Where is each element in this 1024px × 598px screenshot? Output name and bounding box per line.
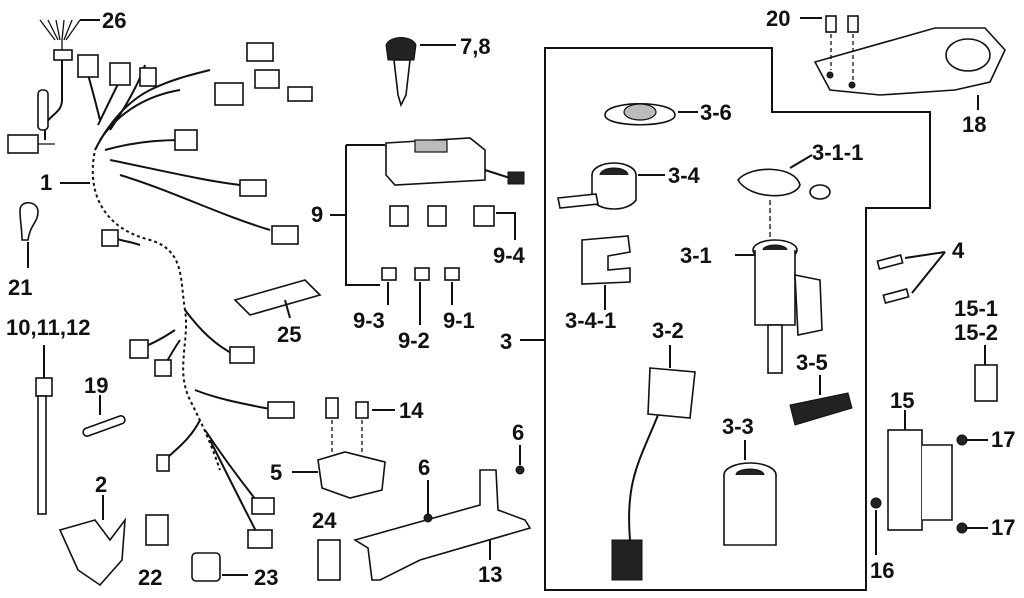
lock-cylinder (723, 462, 777, 546)
key (385, 37, 417, 108)
connector-24 (317, 539, 341, 581)
label-23: 23 (254, 565, 278, 590)
label-6a: 6 (418, 455, 430, 480)
wire-harness (77, 42, 313, 549)
label-9-2: 9-2 (398, 328, 430, 353)
label-9-4: 9-4 (493, 243, 526, 268)
label-6b: 6 (512, 420, 524, 445)
label-3-1: 3-1 (680, 243, 712, 268)
label-25: 25 (277, 322, 301, 347)
ignition-set-frame (544, 47, 931, 591)
pin (82, 415, 126, 437)
label-3-5: 3-5 (796, 350, 828, 375)
label-17a: 17 (991, 427, 1015, 452)
clip (19, 201, 39, 241)
cable-tie (35, 345, 53, 515)
label-13: 13 (478, 562, 502, 587)
label-9: 9 (311, 202, 323, 227)
label-15: 15 (890, 388, 914, 413)
p9_4-leader (496, 212, 516, 240)
spring-plate (581, 235, 631, 285)
label-24: 24 (312, 508, 337, 533)
label-18: 18 (962, 112, 986, 137)
switch-cover (737, 168, 801, 197)
stay-bracket (353, 469, 532, 581)
label-5: 5 (270, 460, 282, 485)
label-19: 19 (84, 373, 108, 398)
label-3-4: 3-4 (668, 163, 701, 188)
label-20: 20 (766, 6, 790, 31)
relay-bracket (317, 451, 386, 499)
seat-lock (557, 162, 637, 210)
label-21: 21 (8, 275, 32, 300)
label-sheet (233, 279, 322, 316)
connector-22 (145, 514, 169, 546)
ignition-switch (752, 239, 823, 374)
label-9-3: 9-3 (353, 308, 385, 333)
bracket (58, 517, 127, 587)
label-2: 2 (95, 472, 107, 497)
connector (246, 42, 274, 62)
label-15-1: 15-1 (954, 296, 998, 321)
connector-23 (191, 552, 221, 582)
p9-bracket (345, 144, 385, 286)
label-26: 26 (102, 8, 126, 33)
label-17b: 17 (991, 515, 1015, 540)
label-1: 1 (40, 170, 52, 195)
label-4: 4 (952, 238, 965, 263)
label-7-8: 7,8 (460, 34, 491, 59)
label-14: 14 (399, 398, 424, 423)
label-3-6: 3-6 (700, 100, 732, 125)
label-3-3: 3-3 (722, 414, 754, 439)
label-3-4-1: 3-4-1 (565, 308, 616, 333)
label-16: 16 (870, 558, 894, 583)
switch-wire (611, 367, 696, 581)
label-10-11-12: 10,11,12 (6, 315, 90, 340)
fuse-box (381, 137, 525, 281)
label-22: 22 (138, 565, 162, 590)
sensor-lead (7, 19, 81, 154)
label-15-2: 15-2 (954, 320, 998, 345)
bracket-15 (887, 429, 923, 531)
label-3: 3 (500, 329, 512, 354)
label-3-2: 3-2 (652, 318, 684, 343)
screw (325, 397, 339, 419)
label-9-1: 9-1 (443, 308, 475, 333)
grip-sleeve (789, 392, 853, 426)
label-3-1-1: 3-1-1 (812, 140, 863, 165)
bolt (876, 254, 904, 270)
